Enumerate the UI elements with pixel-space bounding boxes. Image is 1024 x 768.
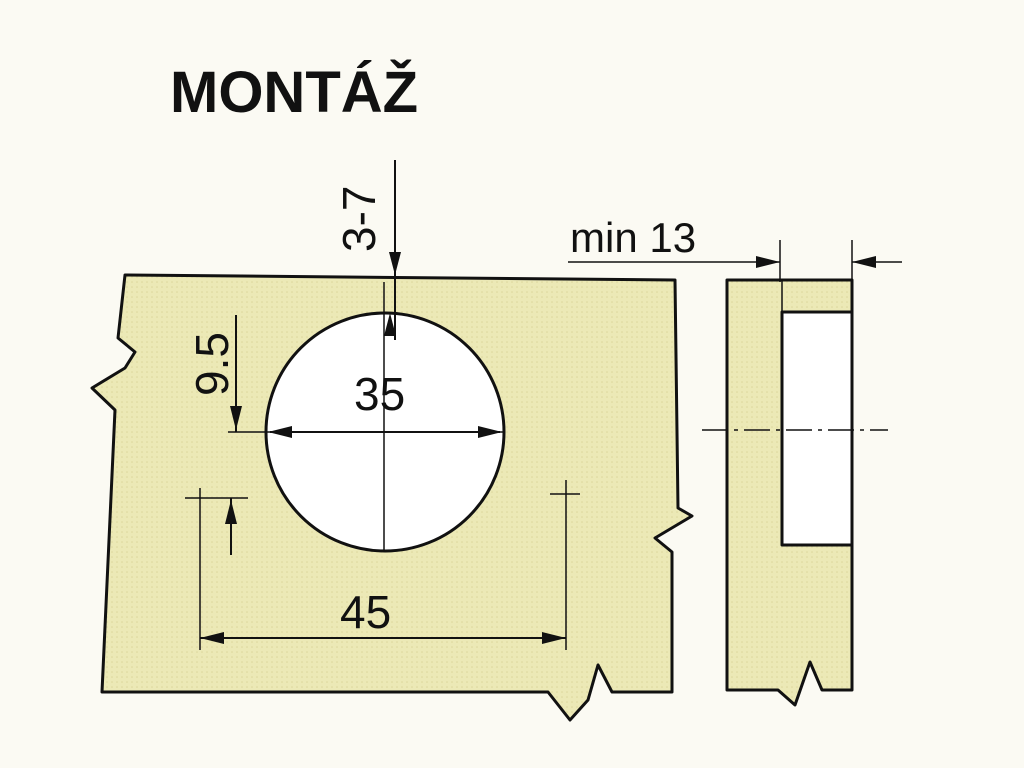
min-depth-label: min 13	[570, 214, 696, 261]
cup-diameter-left-arrow-icon	[268, 426, 292, 438]
offset-down-arrow-icon	[230, 406, 242, 430]
cup-diameter-label: 35	[354, 368, 405, 420]
cup-diameter-right-arrow-icon	[478, 426, 502, 438]
screw-spacing-right-arrow-icon	[542, 632, 566, 644]
side-view-cup-recess	[780, 310, 854, 547]
offset-label: 9.5	[186, 332, 238, 396]
hole-top-arrow-icon	[384, 313, 396, 336]
min-depth-right-arrow-icon	[852, 256, 876, 268]
edge-distance-label: 3-7	[333, 186, 385, 252]
diagram-title: MONTÁŽ	[170, 60, 418, 125]
screw-spacing-label: 45	[340, 586, 391, 638]
edge-distance-arrow-icon	[389, 252, 401, 275]
offset-up-arrow-icon	[225, 500, 237, 524]
min-depth-left-arrow-icon	[756, 256, 780, 268]
screw-spacing-left-arrow-icon	[200, 632, 224, 644]
